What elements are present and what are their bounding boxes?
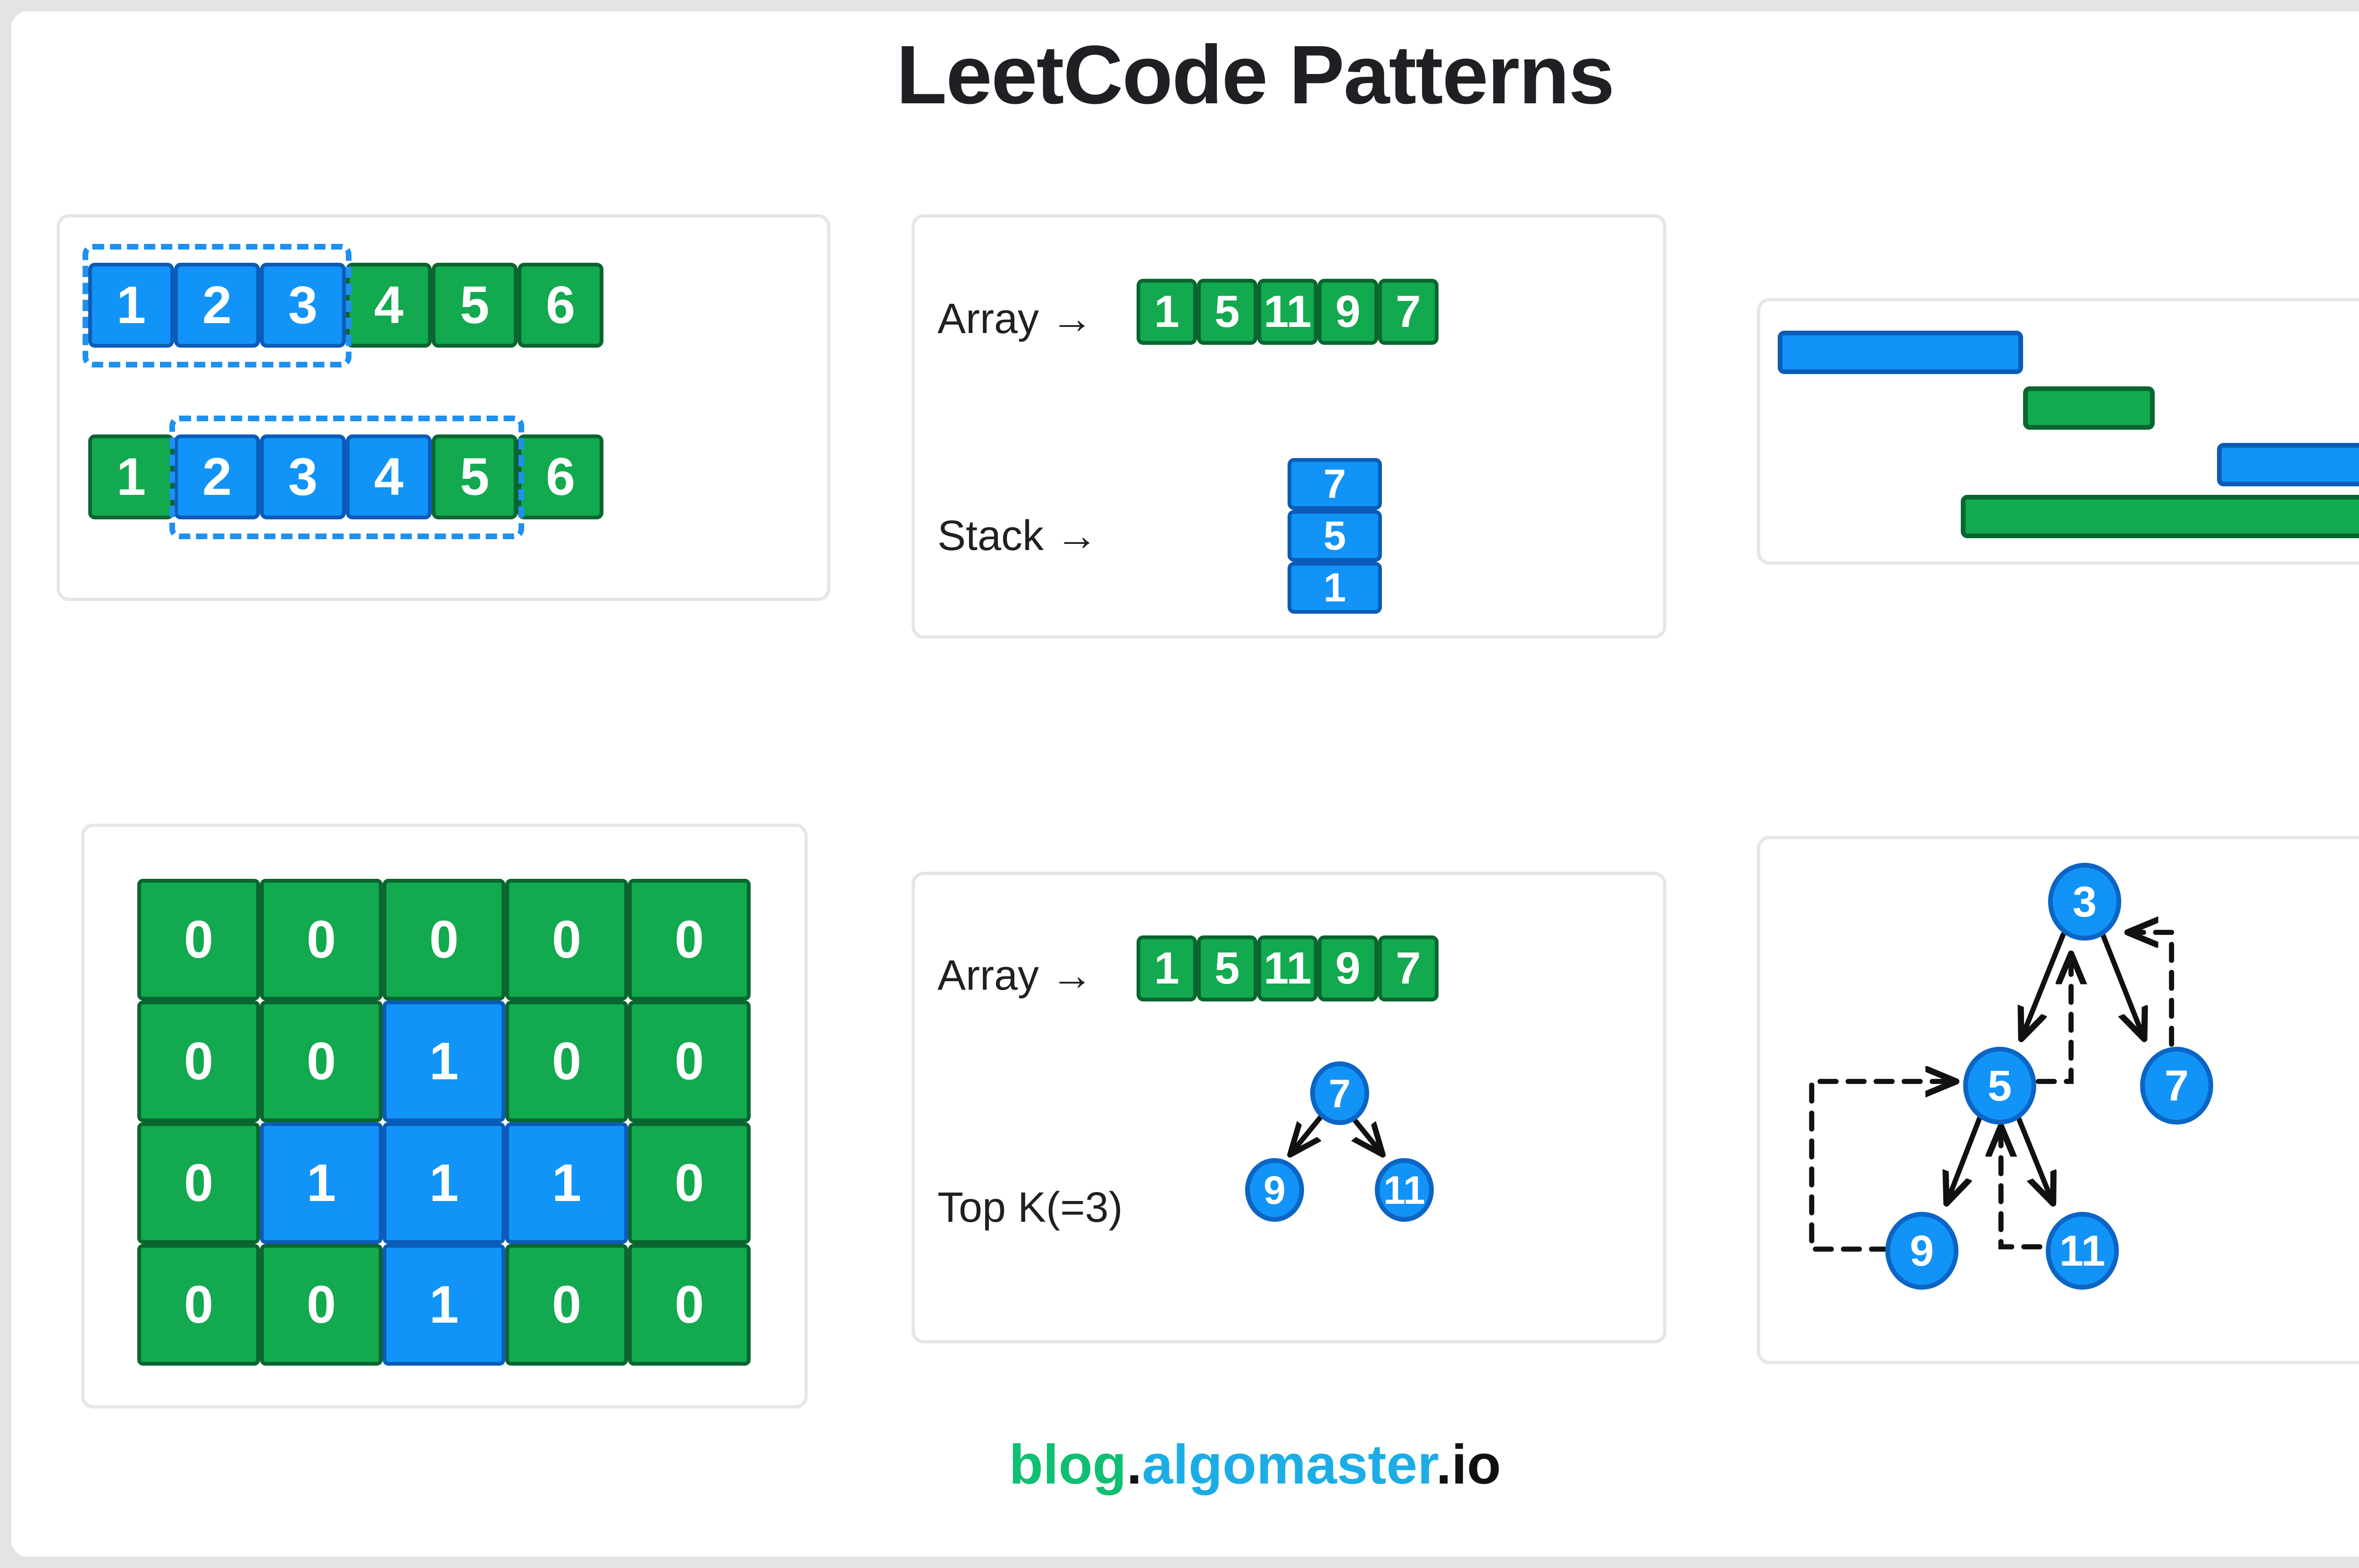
sw-cell: 4: [346, 263, 432, 348]
footer-tld: .io: [1436, 1434, 1501, 1496]
panel-sliding-window: 1 2 3 4 5 6 1 2 3 4 5 6: [57, 214, 830, 601]
matrix-cell: 1: [505, 1122, 628, 1244]
sw-cell: 3: [260, 263, 346, 348]
top-k-label: Top K(=3): [937, 1184, 1123, 1231]
sw-cell: 1: [88, 434, 174, 519]
array-cell: 1: [1137, 935, 1197, 1001]
array-cell: 1: [1137, 279, 1197, 345]
matrix-cell: 0: [628, 1001, 751, 1122]
matrix-cell: 0: [137, 1001, 260, 1122]
matrix-cell: 1: [260, 1122, 383, 1244]
heap-node-root: 7: [1310, 1061, 1369, 1125]
matrix-cell: 0: [137, 1122, 260, 1244]
sw-cell: 6: [518, 263, 603, 348]
footer-algomaster: algomaster: [1142, 1434, 1436, 1496]
topk-array-row: 1 5 11 9 7: [1137, 935, 1439, 1001]
footer-blog: blog: [1009, 1434, 1127, 1496]
array-cell: 11: [1257, 935, 1318, 1001]
stack-array-row: 1 5 11 9 7: [1137, 279, 1439, 345]
matrix-cell: 0: [260, 1244, 383, 1366]
tree-node-root: 3: [2048, 863, 2121, 941]
matrix-cell: 0: [505, 879, 628, 1001]
matrix-cell: 0: [505, 1244, 628, 1366]
array-cell: 5: [1197, 279, 1257, 345]
matrix-cell: 0: [628, 1244, 751, 1366]
array-cell: 7: [1378, 279, 1439, 345]
tree-node-right: 7: [2140, 1047, 2213, 1125]
panel-matrix: 0 0 0 0 0 0 0 1 0 0 0 1 1 1 0 0: [81, 824, 808, 1409]
matrix-row: 0 1 1 1 0: [137, 1122, 751, 1244]
array-cell: 7: [1378, 935, 1439, 1001]
panel-monotonic-stack: Array → 1 5 11 9 7 Stack → 7 5 1: [912, 214, 1666, 639]
interval-bar: [1961, 495, 2359, 538]
stack-cell: 7: [1288, 458, 1382, 510]
matrix-cell: 1: [383, 1122, 505, 1244]
matrix-cell: 0: [628, 1122, 751, 1244]
heap-node-left: 9: [1245, 1158, 1304, 1222]
matrix-cell: 0: [137, 1244, 260, 1366]
matrix-cell: 0: [383, 879, 505, 1001]
panel-intervals: [1757, 298, 2359, 565]
stack-column: 7 5 1: [1288, 458, 1382, 614]
page-title: LeetCode Patterns: [896, 29, 1614, 121]
sw-cell: 6: [518, 434, 603, 519]
sliding-window-row-1: 1 2 3 4 5 6: [88, 263, 603, 348]
matrix-cell: 0: [260, 1001, 383, 1122]
poster-canvas: LeetCode Patterns 1 2 3 4 5 6 1 2 3 4 5 …: [11, 11, 2359, 1557]
array-cell: 5: [1197, 935, 1257, 1001]
footer-branding: blog.algomaster.io: [11, 1437, 2359, 1493]
sw-cell: 4: [346, 434, 432, 519]
matrix-grid: 0 0 0 0 0 0 0 1 0 0 0 1 1 1 0 0: [137, 879, 751, 1366]
sw-cell: 1: [88, 263, 174, 348]
array-cell: 11: [1257, 279, 1318, 345]
interval-bar: [2023, 386, 2155, 430]
matrix-cell: 0: [137, 879, 260, 1001]
footer-dot: .: [1126, 1434, 1142, 1496]
array-label: Array →: [937, 295, 1094, 342]
sw-cell: 5: [432, 434, 518, 519]
tree-node-left-left: 9: [1885, 1212, 1958, 1290]
tree-node-left-right: 11: [2046, 1212, 2119, 1290]
heap-node-right: 11: [1375, 1158, 1434, 1222]
sw-cell: 2: [174, 263, 260, 348]
interval-bar: [1777, 331, 2024, 374]
sw-cell: 2: [174, 434, 260, 519]
tree-node-left: 5: [1963, 1047, 2036, 1125]
panel-tree-traversal: 3 5 7 9 11: [1757, 836, 2359, 1364]
matrix-row: 0 0 1 0 0: [137, 1001, 751, 1122]
array-cell: 9: [1318, 935, 1378, 1001]
sw-cell: 3: [260, 434, 346, 519]
array-label: Array →: [937, 952, 1094, 999]
array-cell: 9: [1318, 279, 1378, 345]
matrix-row: 0 0 0 0 0: [137, 879, 751, 1001]
sw-cell: 5: [432, 263, 518, 348]
panel-top-k: Array → 1 5 11 9 7 Top K(=3) 7 9 11: [912, 872, 1666, 1343]
matrix-cell: 0: [260, 879, 383, 1001]
interval-bar: [2217, 443, 2359, 486]
matrix-cell: 0: [628, 879, 751, 1001]
stack-cell: 1: [1288, 562, 1382, 614]
sliding-window-row-2: 1 2 3 4 5 6: [88, 434, 603, 519]
matrix-cell: 1: [383, 1001, 505, 1122]
stack-cell: 5: [1288, 510, 1382, 562]
matrix-row: 0 0 1 0 0: [137, 1244, 751, 1366]
matrix-cell: 1: [383, 1244, 505, 1366]
stack-label: Stack →: [937, 512, 1098, 559]
matrix-cell: 0: [505, 1001, 628, 1122]
